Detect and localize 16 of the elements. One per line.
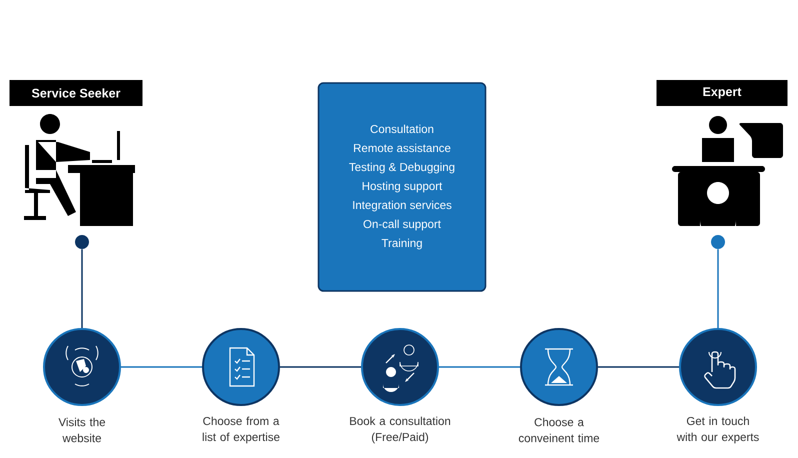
step-caption: Book a consultation (Free/Paid) [350,416,450,444]
connector-dot [711,235,725,249]
connector-line [717,249,719,328]
connector-line [598,366,679,368]
step-caption: Choose from a list of expertise [202,416,280,444]
connector-line [439,366,520,368]
step-caption: Choose a conveinent time [518,418,600,442]
services-box: Consultation Remote assistance Testing & Debugging Hosting support Integration services On-call support Training [318,82,486,292]
step-caption: Visits the website [58,418,106,442]
role-label: Expert [656,80,788,106]
connector-line [81,249,83,328]
step-caption: Get in touch with our experts [676,416,759,444]
role-label: Service Seeker [10,80,142,106]
connector-line [280,366,361,368]
connector-dot [75,235,89,249]
connector-line [121,366,202,368]
